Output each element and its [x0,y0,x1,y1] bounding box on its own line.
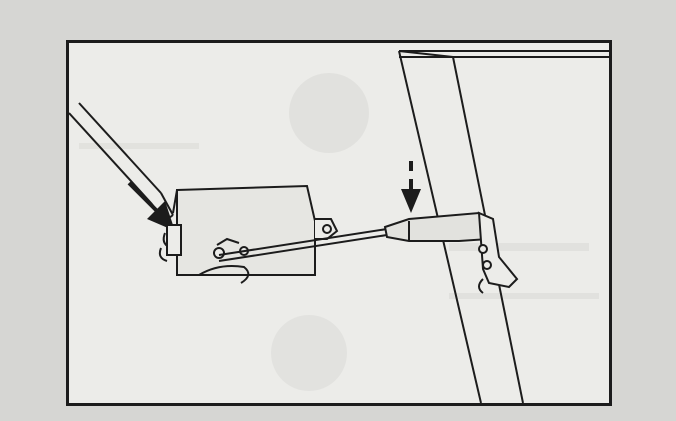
background-texture [79,73,599,391]
linkage-rod [218,228,388,262]
figure-frame [66,40,612,406]
latch-body [158,184,339,284]
arrow-down-icon [401,161,421,213]
mechanism-illustration [69,50,609,403]
screwdriver-icon [69,102,174,222]
arrow-pointer-icon [127,181,175,231]
handle-clip [383,211,519,294]
